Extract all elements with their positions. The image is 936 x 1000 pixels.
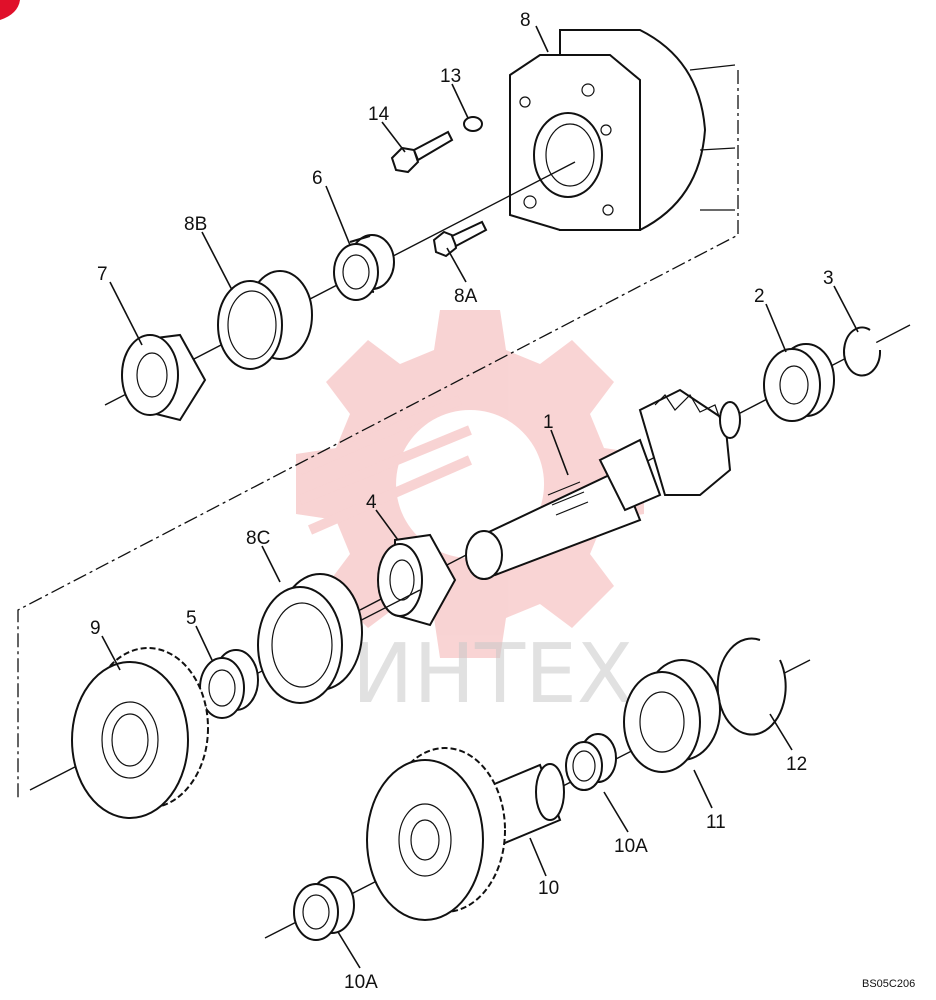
callout-10a-upper: 10A	[614, 836, 648, 857]
callout-2: 2	[754, 286, 765, 307]
ball-bearing-part-11	[623, 659, 721, 773]
bushing-part-10a-lower	[293, 876, 355, 941]
callout-8b: 8B	[184, 214, 207, 235]
watermark-text: ИНТЕХ	[352, 627, 633, 722]
bearing-cup-part-5	[199, 649, 259, 719]
spur-gear-part-9	[71, 647, 209, 819]
bearing-cup-part-8c	[257, 573, 363, 704]
cone-bearing-part-7	[121, 333, 207, 422]
screw-part-8a	[432, 220, 488, 258]
callout-8c: 8C	[246, 528, 270, 549]
bolt-part-14	[390, 130, 454, 174]
callout-9: 9	[90, 618, 101, 639]
callout-4: 4	[366, 492, 377, 513]
assembly-boundary-line	[17, 70, 739, 800]
pinion-shaft-part-1	[465, 388, 741, 580]
callout-leaders	[101, 25, 859, 969]
callout-12: 12	[786, 754, 807, 775]
ball-bearing-part-2	[763, 343, 835, 422]
cone-bearing-part-4	[377, 533, 457, 627]
callout-6: 6	[312, 168, 323, 189]
bushing-part-10a-upper	[565, 733, 617, 791]
lock-washer-part-13	[463, 116, 483, 132]
corner-mark	[0, 0, 20, 20]
callout-10a-lower: 10A	[344, 972, 378, 993]
callout-7: 7	[97, 264, 108, 285]
snap-ring-part-12	[716, 637, 787, 736]
callout-11: 11	[706, 812, 726, 833]
housing-part-8	[509, 29, 736, 231]
callout-8: 8	[520, 10, 531, 31]
gear-shaft-part-10	[366, 747, 565, 921]
callout-13: 13	[440, 66, 461, 87]
callout-1: 1	[543, 412, 554, 433]
callout-10: 10	[538, 878, 559, 899]
callout-5: 5	[186, 608, 197, 629]
callout-3: 3	[823, 268, 834, 289]
snap-ring-part-3	[843, 326, 882, 377]
bearing-cup-part-8b	[217, 270, 313, 370]
callout-14: 14	[368, 104, 390, 125]
bearing-cup-part-6	[333, 234, 395, 301]
callout-8a: 8A	[454, 286, 478, 307]
figure-code: BS05C206	[862, 978, 915, 990]
